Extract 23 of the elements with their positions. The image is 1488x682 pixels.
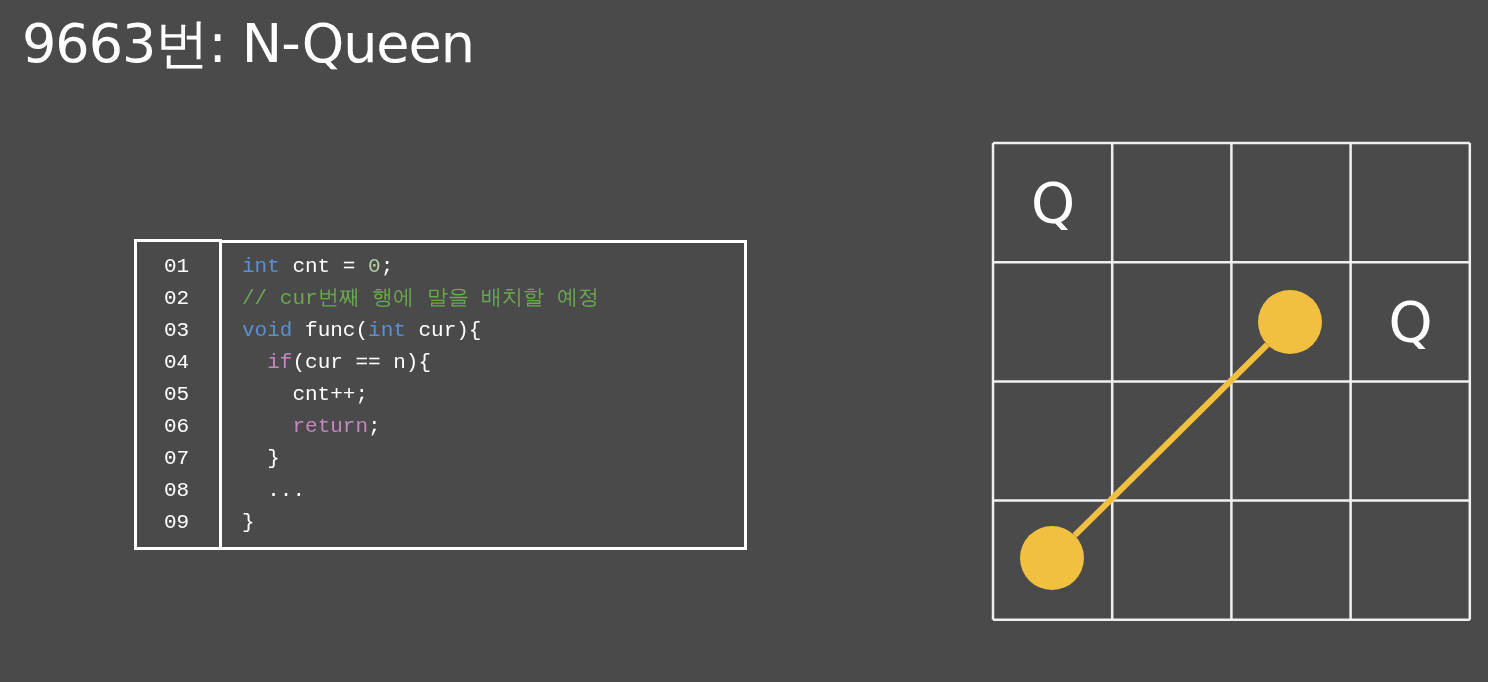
circle-marker [1020, 526, 1084, 590]
line-number: 03 [164, 318, 190, 344]
line-number: 06 [164, 414, 190, 440]
code-line: return; [291, 414, 381, 440]
code-line: } [266, 446, 280, 472]
slide-title: 9663번: N-Queen [22, 11, 475, 77]
line-number: 04 [164, 350, 190, 376]
code-line: if(cur == n){ [266, 350, 432, 376]
connector-line [1072, 342, 1270, 538]
line-number: 07 [164, 446, 190, 472]
code-line: // cur번째 행에 말을 배치할 예정 [242, 286, 600, 312]
code-line: int cnt = 0; [242, 254, 394, 280]
queen-letter: Q [1031, 173, 1076, 233]
line-number: 01 [164, 254, 190, 280]
line-number: 02 [164, 286, 190, 312]
line-number: 08 [164, 478, 190, 504]
code-line: void func(int cur){ [242, 318, 482, 344]
line-number: 09 [164, 510, 190, 536]
queen-letter: Q [1388, 292, 1433, 353]
code-line: cnt++; [291, 382, 369, 408]
line-number: 05 [164, 382, 190, 408]
code-line: } [242, 510, 255, 536]
code-line: ... [266, 478, 305, 504]
